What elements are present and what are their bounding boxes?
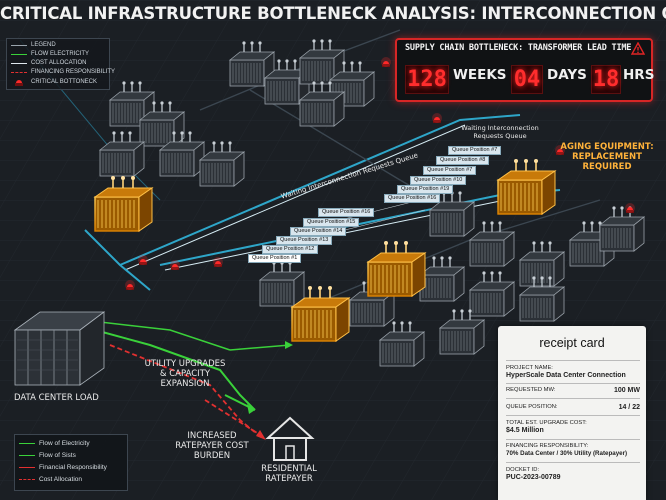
queue-tag: Queue Position #12 bbox=[262, 245, 319, 254]
queue-tag: Queue Position #16 bbox=[384, 194, 441, 203]
bottleneck-title: SUPPLY CHAIN BOTTLENECK: TRANSFORMER LEA… bbox=[405, 43, 632, 53]
legend-row: FLOW ELECTRICITY bbox=[11, 51, 89, 57]
hours-label: HRS bbox=[623, 67, 655, 83]
legend-label: Financial Responsibility bbox=[39, 464, 107, 471]
legend-label: LEGEND bbox=[31, 42, 56, 48]
legend-label: Flow of Sists bbox=[39, 452, 76, 459]
receipt-label: DOCKET ID: bbox=[506, 467, 540, 473]
queue-upper-title: Waiting Interconnection Requests Queue bbox=[461, 124, 539, 140]
legend-arrow-icon bbox=[11, 62, 27, 64]
receipt-label: REQUESTED MW: bbox=[506, 387, 556, 393]
receipt-divider bbox=[506, 462, 640, 463]
legend-row: Flow of Electricity bbox=[19, 440, 90, 447]
legend-row: CRITICAL BOTTONECK bbox=[11, 78, 97, 86]
legend-arrow-icon bbox=[19, 467, 35, 468]
weeks-label: WEEKS : bbox=[453, 67, 517, 83]
legend-label: FINANCING RESPONSIBILITY bbox=[31, 69, 116, 75]
legend-arrow-icon bbox=[19, 455, 35, 456]
queue-tag: Queue Position #10 bbox=[410, 176, 467, 185]
receipt-divider bbox=[506, 383, 640, 384]
weeks-counter: 128 bbox=[405, 65, 449, 94]
receipt-value: HyperScale Data Center Connection bbox=[506, 372, 626, 379]
receipt-divider bbox=[506, 439, 640, 440]
ratepayer-burden-label: INCREASED RATEPAYER COST BURDEN bbox=[175, 431, 249, 461]
warning-icon bbox=[631, 42, 645, 55]
days-label: DAYS : bbox=[547, 67, 597, 83]
queue-tag: Queue Position #7 bbox=[448, 146, 502, 155]
receipt-value: 100 MW bbox=[613, 387, 640, 394]
receipt-label: PROJECT NAME: bbox=[506, 365, 553, 371]
receipt-field-project: PROJECT NAME: HyperScale Data Center Con… bbox=[506, 365, 640, 380]
legend-arrow-icon bbox=[19, 443, 35, 444]
receipt-label: TOTAL EST. UPGRADE COST: bbox=[506, 420, 587, 426]
legend-row: Cost Allocation bbox=[19, 476, 82, 483]
legend-row: COST ALLOCATION bbox=[11, 60, 86, 66]
legend-label: COST ALLOCATION bbox=[31, 60, 87, 66]
aging-equipment-label: AGING EQUIPMENT: REPLACEMENT REQUIRED bbox=[560, 142, 654, 172]
receipt-label: QUEUE POSITION: bbox=[506, 404, 558, 410]
receipt-value: $4.5 Million bbox=[506, 427, 544, 434]
siren-icon bbox=[15, 80, 23, 86]
bottleneck-timer-panel: SUPPLY CHAIN BOTTLENECK: TRANSFORMER LEA… bbox=[395, 38, 655, 102]
legend-dashed-arrow-icon bbox=[11, 71, 27, 73]
residential-house bbox=[265, 416, 315, 461]
receipt-label: FINANCING RESPONSIBILITY: bbox=[506, 443, 589, 449]
queue-tag: Queue Position #7 bbox=[423, 166, 477, 175]
receipt-card: receipt card PROJECT NAME: HyperScale Da… bbox=[498, 326, 646, 500]
days-counter: 04 bbox=[511, 65, 543, 94]
receipt-field-financing: FINANCING RESPONSIBILITY: 70% Data Cente… bbox=[506, 443, 640, 458]
upgrades-label: UTILITY UPGRADES & CAPACITY EXPANSION bbox=[144, 359, 226, 389]
legend-label: Cost Allocation bbox=[39, 476, 82, 483]
legend-label: Flow of Electricity bbox=[39, 440, 90, 447]
legend-label: FLOW ELECTRICITY bbox=[31, 51, 90, 57]
legend-row: Financial Responsibility bbox=[19, 464, 107, 471]
legend-row: LEGEND bbox=[11, 42, 56, 48]
queue-tag: Queue Position #16 bbox=[318, 208, 375, 217]
legend-row: FINANCING RESPONSIBILITY bbox=[11, 69, 115, 75]
residential-label: RESIDENTIAL RATEPAYER bbox=[261, 464, 317, 484]
queue-tag: Queue Position #14 bbox=[290, 227, 347, 236]
queue-tag: Queue Position #13 bbox=[276, 236, 333, 245]
data-center-label: DATA CENTER LOAD bbox=[14, 393, 99, 403]
receipt-divider bbox=[506, 360, 640, 361]
queue-tag: Queue Position #1 bbox=[248, 254, 302, 263]
page-title: CRITICAL INFRASTRUCTURE BOTTLENECK ANALY… bbox=[0, 4, 666, 23]
receipt-value: 14 / 22 bbox=[618, 404, 640, 411]
queue-tag: Queue Position #15 bbox=[303, 218, 360, 227]
receipt-field-requested: REQUESTED MW: 100 MW bbox=[506, 387, 640, 394]
receipt-field-cost: TOTAL EST. UPGRADE COST: $4.5 Million bbox=[506, 420, 640, 435]
queue-tag: Queue Position #8 bbox=[436, 156, 490, 165]
receipt-value: PUC-2023-00789 bbox=[506, 474, 561, 481]
legend-label: CRITICAL BOTTONECK bbox=[31, 79, 98, 85]
legend-arrow-icon bbox=[11, 53, 27, 55]
receipt-divider bbox=[506, 415, 640, 416]
receipt-field-docket: DOCKET ID: PUC-2023-00789 bbox=[506, 467, 640, 482]
receipt-field-queue: QUEUE POSITION: 14 / 22 bbox=[506, 404, 640, 411]
legend-line-icon bbox=[11, 44, 27, 46]
queue-tag: Queue Position #19 bbox=[397, 185, 454, 194]
receipt-title: receipt card bbox=[539, 336, 605, 350]
data-center-racks bbox=[13, 311, 106, 386]
legend-top: LEGEND FLOW ELECTRICITY COST ALLOCATION … bbox=[6, 38, 115, 90]
legend-row: Flow of Sists bbox=[19, 452, 76, 459]
legend-dashed-arrow-icon bbox=[19, 479, 35, 480]
hours-counter: 18 bbox=[591, 65, 621, 94]
receipt-value: 70% Data Center / 30% Utility (Ratepayer… bbox=[506, 450, 628, 457]
receipt-divider bbox=[506, 398, 640, 399]
legend-bottom: Flow of Electricity Flow of Sists Financ… bbox=[14, 434, 128, 491]
